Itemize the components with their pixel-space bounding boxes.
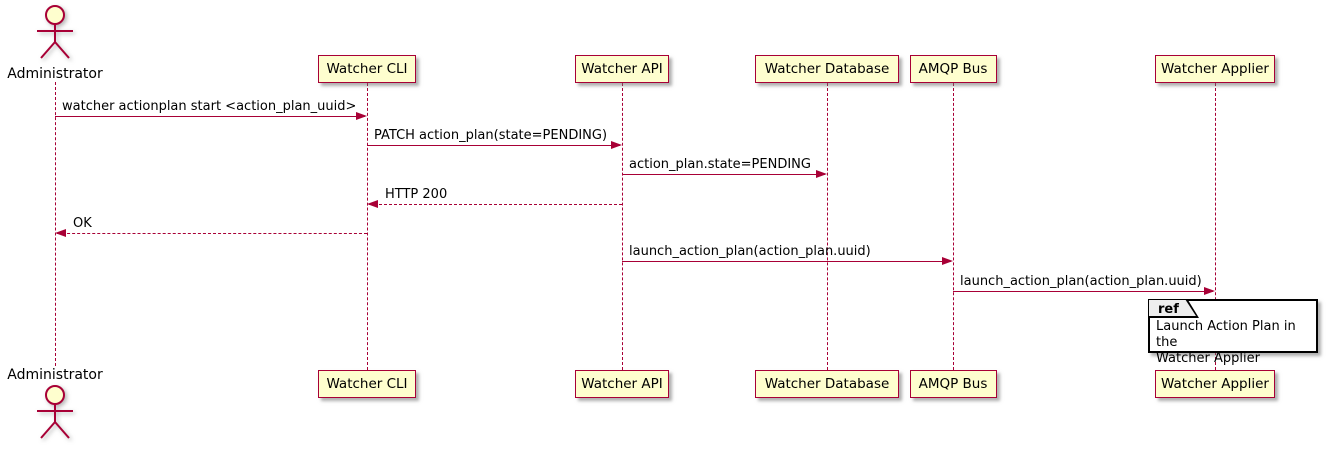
participant-watcher-database-top: Watcher Database: [755, 55, 899, 83]
participant-watcher-cli-bottom: Watcher CLI: [318, 370, 416, 398]
participant-watcher-applier-bottom: Watcher Applier: [1155, 370, 1275, 398]
ref-tab-background: [1149, 300, 1196, 316]
lifeline-amqp-bus: [953, 83, 954, 370]
ref-keyword: ref: [1158, 302, 1179, 317]
lifeline-watcher-api: [622, 83, 623, 370]
lifeline-watcher-cli: [367, 83, 368, 370]
lifeline-watcher-applier: [1215, 83, 1216, 370]
participant-watcher-api-top: Watcher API: [575, 55, 669, 83]
message-line: [369, 204, 622, 205]
message-line: [953, 291, 1213, 292]
message-label: action_plan.state=PENDING: [629, 157, 811, 172]
message-line: [622, 261, 951, 262]
message-label: launch_action_plan(action_plan.uuid): [629, 244, 871, 259]
participant-amqp-bus-top: AMQP Bus: [909, 55, 997, 83]
message-label: HTTP 200: [385, 187, 448, 202]
actor-label-bottom: Administrator: [7, 367, 103, 383]
message-arrowhead: [942, 256, 953, 265]
message-arrowhead: [611, 140, 622, 149]
message-line: [622, 174, 825, 175]
lifeline-watcher-database: [827, 83, 828, 370]
message-arrowhead: [1204, 286, 1215, 295]
participant-watcher-applier-top: Watcher Applier: [1155, 55, 1275, 83]
message-line: [367, 145, 620, 146]
actor-label-top: Administrator: [7, 66, 103, 82]
ref-body-text: Launch Action Plan in the Watcher Applie…: [1156, 319, 1296, 366]
message-line: [55, 116, 365, 117]
message-label: watcher actionplan start <action_plan_uu…: [62, 99, 357, 114]
participant-watcher-database-bottom: Watcher Database: [755, 370, 899, 398]
message-arrowhead: [816, 169, 827, 178]
participant-amqp-bus-bottom: AMQP Bus: [909, 370, 997, 398]
participant-watcher-api-bottom: Watcher API: [575, 370, 669, 398]
message-arrowhead: [55, 228, 66, 237]
message-arrowhead: [356, 111, 367, 120]
message-arrowhead: [367, 199, 378, 208]
actor-figure-top: [23, 4, 87, 64]
actor-figure-bottom: [23, 384, 87, 444]
ref-tab: [1149, 300, 1199, 318]
message-label: launch_action_plan(action_plan.uuid): [960, 274, 1202, 289]
message-label: OK: [73, 216, 92, 231]
participant-watcher-cli-top: Watcher CLI: [318, 55, 416, 83]
message-label: PATCH action_plan(state=PENDING): [374, 128, 608, 143]
lifeline-administrator: [55, 82, 56, 366]
message-line: [57, 233, 367, 234]
